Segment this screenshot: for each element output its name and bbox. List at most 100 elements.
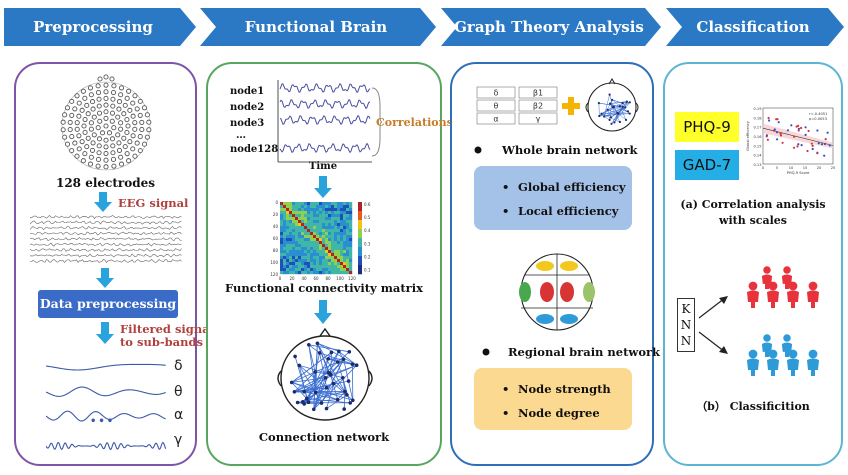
network-edge [610, 101, 627, 104]
network-edge [338, 351, 357, 366]
matrix-cell [346, 250, 350, 254]
network-node [331, 381, 336, 386]
network-node [354, 363, 359, 367]
matrix-cell [319, 202, 323, 206]
matrix-cell [295, 235, 299, 239]
person-head [783, 334, 791, 342]
matrix-cell [340, 259, 344, 263]
eeg-trace [30, 237, 182, 242]
electrode [76, 113, 82, 119]
matrix-cell [325, 214, 329, 218]
matrix-cell [340, 214, 344, 218]
matrix-cell [340, 238, 344, 242]
matrix-cell [343, 250, 347, 254]
person-body [767, 290, 779, 308]
matrix-cell [280, 265, 284, 269]
matrix-cell [307, 205, 311, 209]
matrix-cell [310, 208, 314, 212]
stage-label: Preprocessing [33, 18, 153, 36]
matrix-cell [301, 253, 305, 257]
scatter-point [824, 138, 827, 141]
electrode [132, 153, 138, 159]
matrix-cell [289, 256, 293, 260]
person-body [761, 342, 773, 357]
matrix-cell [301, 235, 305, 239]
network-node [606, 108, 609, 111]
matrix-cell [292, 208, 296, 212]
node-label-128: node128 [230, 144, 279, 155]
matrix-cell [334, 211, 338, 215]
matrix-cell [337, 271, 341, 275]
matrix-cell [283, 268, 287, 272]
network-edge [321, 359, 344, 404]
matrix-cell [337, 229, 341, 233]
matrix-cell [295, 226, 299, 230]
band-ellipsis: ••• [90, 416, 116, 427]
matrix-cell [301, 211, 305, 215]
electrode [69, 112, 75, 118]
matrix-cell [307, 271, 311, 275]
sub-band-waves [46, 363, 167, 451]
network-node [345, 393, 349, 397]
matrix-cell [340, 253, 344, 257]
matrix-cell [304, 202, 308, 206]
matrix-cell [337, 202, 341, 206]
plot-y-tick: 0.14 [753, 154, 762, 158]
matrix-cell [289, 202, 293, 206]
knn-letter-n1: N [680, 318, 692, 332]
colorbar-step [358, 247, 362, 257]
matrix-cell [295, 223, 299, 227]
network-node [335, 397, 340, 402]
matrix-cell [334, 232, 338, 236]
network-edge [607, 102, 623, 110]
matrix-cell [319, 247, 323, 251]
matrix-cell [292, 238, 296, 242]
matrix-cell [322, 220, 326, 224]
matrix-cell [280, 268, 284, 272]
matrix-cell [334, 265, 338, 269]
matrix-cell [283, 247, 287, 251]
matrix-cell [301, 220, 305, 224]
matrix-cell [301, 268, 305, 272]
band-table-cell [518, 99, 558, 112]
matrix-cell [346, 220, 350, 224]
head-outline [61, 81, 151, 171]
person-head [768, 349, 778, 359]
electrode [134, 140, 140, 146]
matrix-cell [310, 253, 314, 257]
matrix-cell [289, 268, 293, 272]
matrix-cell [289, 262, 293, 266]
network-node [628, 101, 631, 104]
matrix-cell [340, 223, 344, 227]
matrix-cell [349, 205, 353, 209]
correlation-caption-1: (a) Correlation analysis [680, 198, 826, 211]
network-node [618, 105, 621, 108]
plot-x-tick: 15 [803, 166, 808, 170]
matrix-cell [349, 250, 353, 254]
electrode [103, 144, 109, 150]
matrix-cell [298, 262, 302, 266]
matrix-cell [316, 217, 320, 221]
matrix-cell [331, 211, 335, 215]
matrix-cell [292, 250, 296, 254]
matrix-cell [310, 256, 314, 260]
matrix-cell [331, 214, 335, 218]
matrix-cell [349, 202, 353, 206]
electrode [118, 85, 125, 91]
network-edge [317, 342, 339, 352]
electrode [103, 123, 109, 129]
plot-x-tick: 0 [762, 166, 765, 170]
matrix-cell [295, 211, 299, 215]
matrix-cell [289, 232, 293, 236]
matrix-cell [319, 265, 323, 269]
matrix-cell [301, 256, 305, 260]
electrode [84, 102, 90, 108]
matrix-cell [289, 253, 293, 257]
matrix-cell [283, 262, 287, 266]
matrix-cell [301, 202, 305, 206]
matrix-cell [337, 205, 341, 209]
electrode [121, 135, 127, 141]
matrix-cell [292, 262, 296, 266]
matrix-cell [301, 250, 305, 254]
electrode [124, 129, 130, 136]
